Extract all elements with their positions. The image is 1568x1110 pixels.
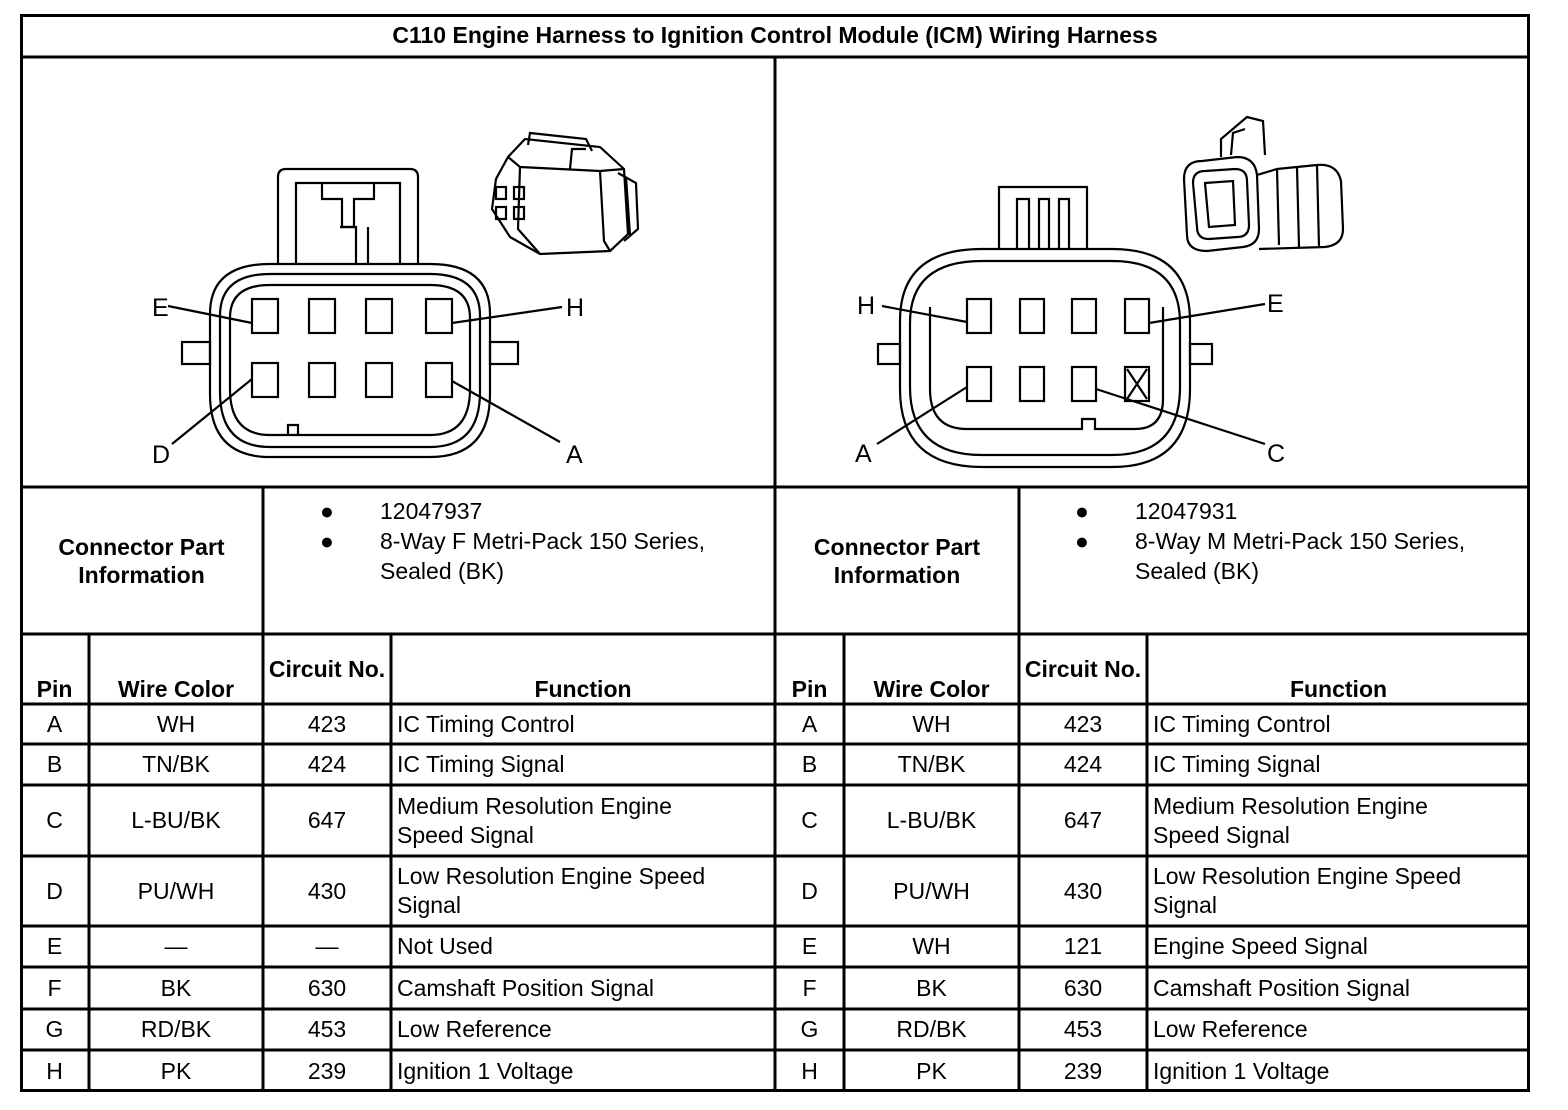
circuit-cell: 424	[307, 751, 347, 777]
pin-label-c: C	[1267, 440, 1286, 468]
circuit-cell: —	[315, 933, 339, 959]
female-connector-face-drawing	[167, 131, 640, 459]
function-cell: Ignition 1 Voltage	[1153, 1057, 1330, 1084]
pin-cell: C	[46, 807, 63, 833]
circuit-cell: 423	[307, 710, 347, 737]
function-cell: Ignition 1 Voltage	[397, 1057, 574, 1084]
pin-label-h: H	[566, 294, 585, 322]
list-item: ●8-Way M Metri-Pack 150 Series, Sealed (…	[1075, 528, 1466, 584]
function-cell: Low Resolution Engine Speed Signal	[1153, 863, 1462, 918]
pin-label-a: A	[566, 441, 583, 469]
left-header-circuit-no: Circuit No.	[268, 655, 386, 682]
pin-label-e: E	[1267, 290, 1284, 318]
right-header-wire-color: Wire Color	[873, 676, 990, 702]
right-part-info-label: Connector Part Information	[813, 533, 981, 588]
function-cell: Low Reference	[1153, 1016, 1308, 1042]
right-header-function: Function	[1289, 676, 1388, 702]
wire-color-cell: PU/WH	[137, 877, 215, 904]
wire-color-cell: WH	[912, 933, 951, 959]
function-cell: Engine Speed Signal	[1153, 933, 1368, 959]
wire-color-cell: RD/BK	[896, 1016, 967, 1042]
pin-cell: A	[801, 710, 818, 737]
pin-cell: D	[801, 877, 818, 904]
right-header-circuit-no: Circuit No.	[1024, 655, 1142, 682]
function-cell: IC Timing Signal	[1153, 751, 1321, 777]
list-item: ●12047937	[320, 498, 483, 524]
wire-color-cell: BK	[916, 974, 947, 1001]
page-title: C110 Engine Harness to Ignition Control …	[392, 22, 1158, 48]
pin-label-d: D	[152, 441, 171, 469]
part-number: 12047931	[1135, 498, 1238, 524]
part-description: 8-Way M Metri-Pack 150 Series, Sealed (B…	[1135, 528, 1466, 584]
pin-cell: B	[46, 751, 63, 777]
circuit-cell: 424	[1063, 751, 1103, 777]
right-part-info-list: ●12047931 ●8-Way M Metri-Pack 150 Series…	[1073, 496, 1523, 586]
left-part-info-list: ●12047937 ●8-Way F Metri-Pack 150 Series…	[318, 496, 768, 586]
circuit-cell: 430	[1063, 877, 1103, 904]
pin-cell: H	[46, 1057, 63, 1084]
pin-cell: E	[46, 933, 63, 959]
function-cell: Medium Resolution Engine Speed Signal	[1153, 792, 1428, 848]
circuit-cell: 239	[307, 1057, 347, 1084]
wire-color-cell: WH	[156, 710, 196, 737]
wire-color-cell: PU/WH	[893, 877, 970, 904]
wire-color-cell: WH	[912, 710, 951, 737]
function-cell: Low Resolution Engine Speed Signal	[397, 863, 706, 918]
circuit-cell: 630	[1063, 974, 1103, 1001]
pin-cell: D	[46, 877, 63, 904]
function-cell: Camshaft Position Signal	[397, 974, 654, 1001]
wire-color-cell: L-BU/BK	[886, 807, 977, 833]
list-item: ●8-Way F Metri-Pack 150 Series, Sealed (…	[320, 528, 706, 584]
function-cell: IC Timing Control	[397, 710, 575, 737]
circuit-cell: 647	[1063, 807, 1103, 833]
left-header-function: Function	[534, 676, 632, 702]
wire-color-cell: BK	[160, 974, 192, 1001]
wire-color-cell: TN/BK	[142, 751, 210, 777]
circuit-cell: 121	[1063, 933, 1103, 959]
right-header-pin: Pin	[791, 676, 828, 702]
pin-label-a: A	[855, 440, 872, 468]
circuit-cell: 453	[1063, 1016, 1103, 1042]
circuit-cell: 430	[307, 877, 347, 904]
function-cell: Low Reference	[397, 1016, 552, 1042]
function-cell: Camshaft Position Signal	[1153, 974, 1410, 1001]
wire-color-cell: —	[164, 933, 188, 959]
right-connector-diagram: H E A C	[777, 59, 1528, 485]
function-cell: IC Timing Control	[1153, 710, 1331, 737]
left-part-info-label: Connector Part Information	[58, 533, 225, 588]
list-item: ●12047931	[1075, 498, 1238, 524]
pin-label-h: H	[857, 292, 876, 320]
wire-color-cell: PK	[160, 1057, 192, 1084]
function-cell: IC Timing Signal	[397, 751, 565, 777]
pin-cell: F	[47, 974, 62, 1001]
circuit-cell: 423	[1063, 710, 1103, 737]
circuit-cell: 453	[307, 1016, 347, 1042]
left-connector-diagram: E H D A	[20, 59, 773, 485]
wire-color-cell: L-BU/BK	[131, 807, 221, 833]
part-description: 8-Way F Metri-Pack 150 Series, Sealed (B…	[380, 528, 706, 584]
pin-cell: E	[801, 933, 818, 959]
table-grid	[20, 14, 1530, 1092]
pin-cell: B	[801, 751, 818, 777]
function-cell: Not Used	[397, 933, 493, 959]
pin-label-e: E	[152, 294, 169, 322]
circuit-cell: 647	[307, 807, 347, 833]
circuit-cell: 630	[307, 974, 347, 1001]
pin-cell: G	[45, 1016, 64, 1042]
pin-cell: A	[46, 710, 63, 737]
pin-cell: F	[802, 974, 817, 1001]
pin-cell: G	[800, 1016, 819, 1042]
male-connector-face-drawing	[876, 115, 1345, 469]
left-header-wire-color: Wire Color	[117, 676, 235, 702]
pin-cell: H	[801, 1057, 818, 1084]
function-cell: Medium Resolution Engine Speed Signal	[397, 792, 672, 848]
pin-cell: C	[801, 807, 818, 833]
circuit-cell: 239	[1063, 1057, 1103, 1084]
wiring-harness-sheet: C110 Engine Harness to Ignition Control …	[20, 14, 1530, 1092]
left-header-pin: Pin	[36, 676, 73, 702]
part-number: 12047937	[380, 498, 483, 524]
wire-color-cell: TN/BK	[897, 751, 966, 777]
wire-color-cell: PK	[916, 1057, 947, 1084]
wire-color-cell: RD/BK	[140, 1016, 212, 1042]
